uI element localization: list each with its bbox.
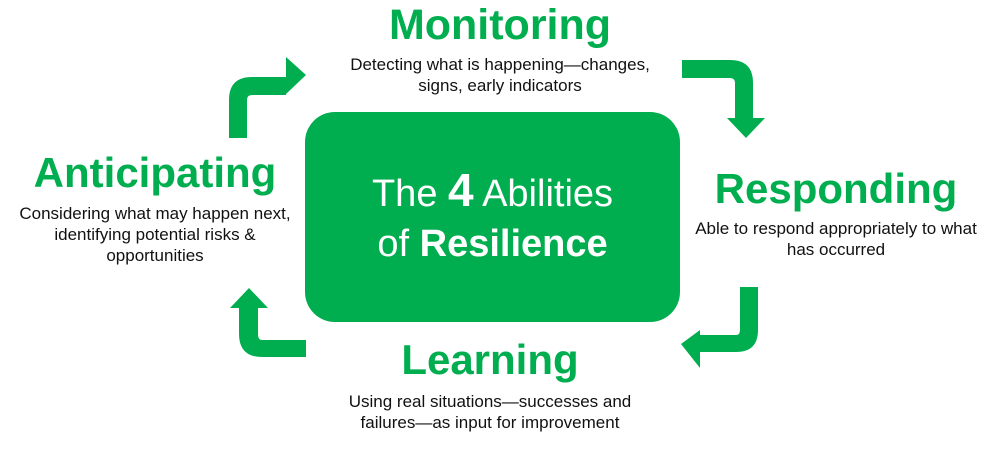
center-title-line-2: of Resilience	[377, 219, 607, 269]
anticipating-desc-line: identifying potential risks &	[54, 225, 256, 244]
learning-desc-line: Using real situations—successes and	[348, 392, 632, 411]
anticipating-title: Anticipating	[33, 149, 277, 196]
responding-desc-line: has occurred	[786, 240, 886, 259]
monitoring-title: Monitoring	[388, 1, 612, 49]
center-text-resilience: Resilience	[419, 223, 608, 265]
learning-title: Learning	[401, 336, 579, 383]
center-text-of: of	[377, 223, 410, 265]
arrow-responding-to-learning-icon	[681, 287, 758, 368]
section-monitoring: Monitoring Detecting what is happening—c…	[300, 2, 700, 96]
arrow-monitoring-to-responding-icon	[682, 60, 765, 138]
anticipating-desc-line: Considering what may happen next,	[19, 204, 291, 223]
section-responding: Responding Able to respond appropriately…	[672, 166, 1000, 260]
center-box: The 4 Abilities of Resilience	[305, 112, 680, 322]
center-title-line-1: The 4 Abilities	[372, 165, 613, 219]
section-anticipating: Anticipating Considering what may happen…	[0, 150, 310, 266]
center-text-abilities: Abilities	[482, 173, 614, 215]
responding-description: Able to respond appropriately to what ha…	[672, 218, 1000, 260]
learning-description: Using real situations—successes and fail…	[310, 391, 670, 433]
responding-title: Responding	[714, 165, 958, 212]
monitoring-description: Detecting what is happening—changes, sig…	[300, 54, 700, 96]
section-learning: Learning Using real situations—successes…	[310, 337, 670, 433]
arrow-learning-to-anticipating-icon	[230, 288, 306, 357]
arrow-anticipating-to-monitoring-icon	[229, 57, 306, 138]
monitoring-desc-line: signs, early indicators	[418, 76, 582, 95]
anticipating-description: Considering what may happen next, identi…	[0, 203, 310, 266]
monitoring-desc-line: Detecting what is happening—changes,	[350, 55, 650, 74]
responding-desc-line: Able to respond appropriately to what	[695, 219, 977, 238]
anticipating-desc-line: opportunities	[106, 246, 204, 265]
learning-desc-line: failures—as input for improvement	[360, 413, 620, 432]
center-number: 4	[448, 164, 474, 216]
center-text-the: The	[371, 173, 438, 215]
